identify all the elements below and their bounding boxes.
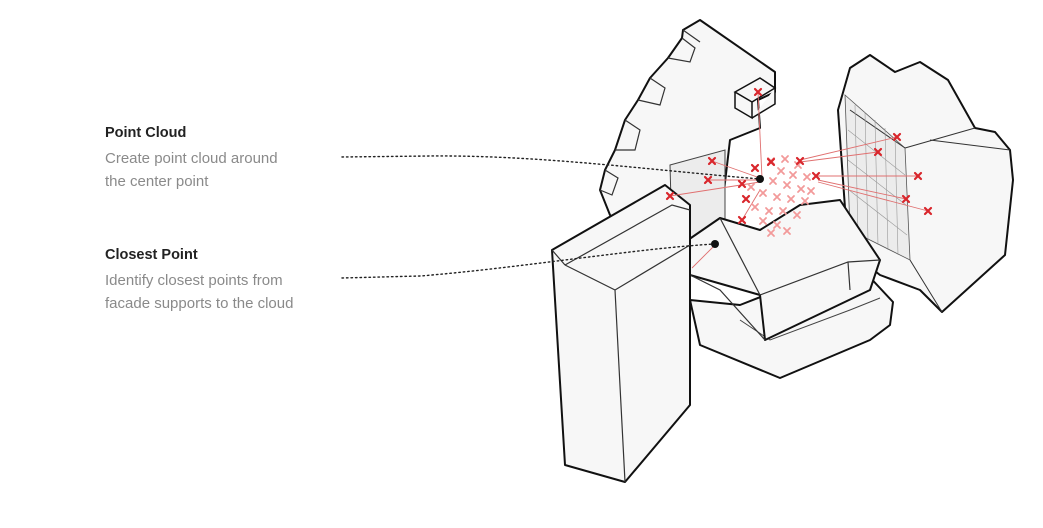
connector-line [817,181,929,212]
right-tower-edges [849,109,1011,313]
closest-point-marker [811,171,821,181]
cloud-point [797,185,805,193]
cloud-point [789,171,797,179]
closest-point-marker [753,87,763,97]
cloud-point [759,189,767,197]
cloud-point [807,187,815,195]
closest-point-marker [737,179,747,189]
closest-point-marker [737,215,747,225]
leader-line-closest-point [341,243,716,279]
closest-point-marker [923,206,933,216]
point-cloud-title: Point Cloud [105,125,187,141]
connector-line [669,181,761,197]
cloud-point [781,155,789,163]
closest-point-marker [707,156,717,166]
closest-point-description: Identify closest points from facade supp… [105,272,294,312]
connector-line [817,179,907,200]
cloud-point [779,207,787,215]
left-tower-box [733,77,777,120]
annotation-point-cloud: Point Cloud Create point cloud around th… [105,124,345,193]
closest-point-marker [892,132,902,142]
front-tower-edges [551,204,691,483]
connector-lines [669,91,929,269]
cloud-point [765,207,773,215]
closest-points [665,87,933,225]
leader-line-point-cloud [341,155,761,180]
closest-point-marker [913,171,923,181]
closest-point-marker [873,147,883,157]
closest-point-title: Closest Point [105,247,198,263]
closest-point-marker [750,163,760,173]
connector-line [711,160,761,179]
connector-line [757,91,763,179]
closest-point-marker [741,194,751,204]
cloud-point [794,161,802,169]
closest-point-dot [711,240,719,248]
cloud-point [801,197,809,205]
closest-point-marker [703,175,713,185]
cloud-point [783,227,791,235]
cloud-point [787,195,795,203]
cloud-point [769,177,777,185]
annotation-closest-point: Closest Point Identify closest points fr… [105,246,345,315]
cloud-point [803,173,811,181]
front-tower [551,184,691,483]
cloud-point [767,229,775,237]
connector-line [691,243,717,269]
closest-point-marker [766,157,776,167]
cloud-point [773,193,781,201]
closest-point-marker [665,191,675,201]
connector-line [799,136,898,161]
cloud-point [773,221,781,229]
closest-point-marker [901,194,911,204]
cloud-point [751,203,759,211]
podium-inner-edge [739,297,881,341]
middle-block-edges [689,217,881,341]
point-cloud-description: Create point cloud around the center poi… [105,150,278,190]
cloud-point [777,167,785,175]
center-point-dot [756,175,764,183]
cloud-point [793,211,801,219]
cloud-point [747,183,755,191]
cloud-point [783,181,791,189]
closest-point-marker [795,156,805,166]
connector-line [741,189,761,221]
connector-line [799,151,879,163]
left-tower-steps [599,29,701,196]
cloud-point [759,217,767,225]
